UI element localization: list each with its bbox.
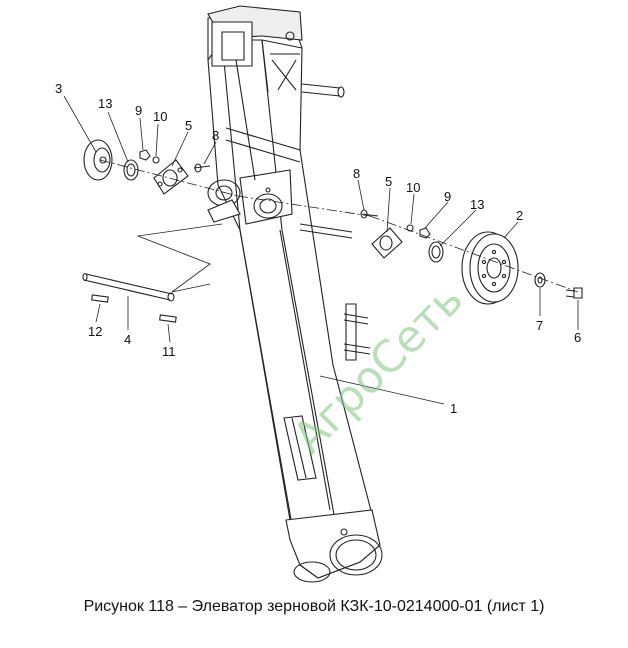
callout-8: 8: [212, 128, 219, 143]
callout-10-right: 10: [406, 180, 420, 195]
callout-11: 11: [162, 344, 176, 359]
callout-13: 13: [98, 96, 112, 111]
callout-4: 4: [124, 332, 131, 347]
callout-9: 9: [135, 103, 142, 118]
callout-6: 6: [574, 330, 581, 345]
callout-8-right: 8: [353, 166, 360, 181]
axis-lines: [100, 160, 578, 292]
callout-5: 5: [185, 118, 192, 133]
callout-2: 2: [516, 208, 523, 223]
callout-labels: 3 13 9 10 5 8 8 5 10 9 13 2 7 6 12 4 11 …: [55, 81, 581, 416]
figure-caption: Рисунок 118 – Элеватор зерновой КЗК-10-0…: [83, 598, 545, 615]
shaft-guide-lines: [138, 224, 222, 292]
elevator-body: [208, 6, 382, 582]
right-hub-assembly: [361, 210, 582, 304]
callout-13-right: 13: [470, 197, 484, 212]
callout-1: 1: [450, 401, 457, 416]
shaft-and-keys: [83, 274, 176, 323]
callout-10: 10: [153, 109, 167, 124]
callout-3: 3: [55, 81, 62, 96]
callout-5-right: 5: [385, 174, 392, 189]
callout-12: 12: [88, 324, 102, 339]
callout-9-right: 9: [444, 189, 451, 204]
leader-lines: [64, 96, 578, 404]
left-hub-assembly: [84, 140, 210, 194]
callout-7: 7: [536, 318, 543, 333]
exploded-view-drawing: АгроСеть 3 13 9 10 5 8 8 5 10 9 13 2 7 6…: [55, 0, 628, 600]
